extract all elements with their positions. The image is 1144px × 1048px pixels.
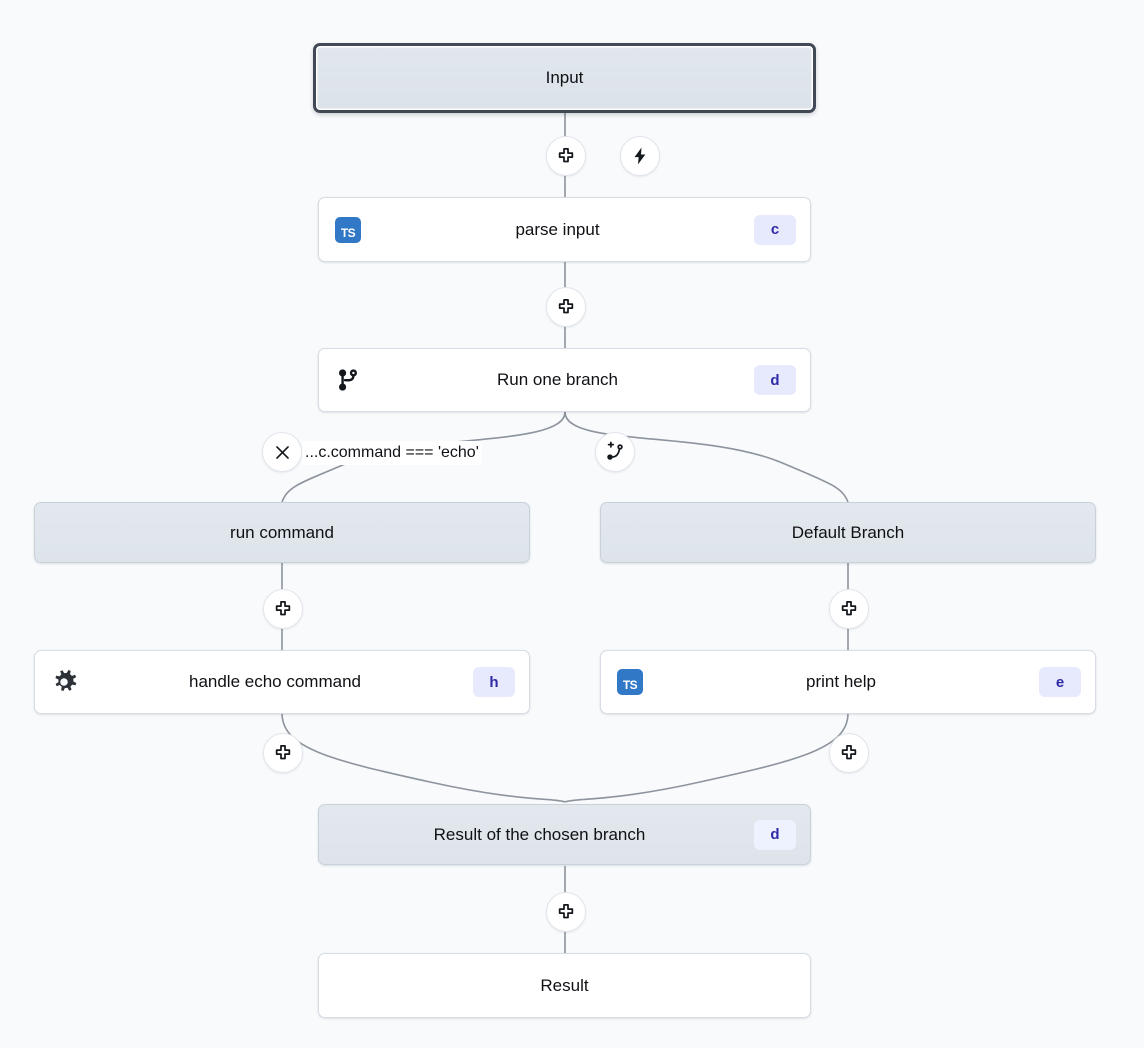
delete-branch-button[interactable] [262, 432, 302, 472]
node-run-command-label: run command [230, 522, 334, 542]
node-input-label: Input [545, 68, 584, 87]
add-branch-button[interactable] [595, 432, 635, 472]
edge-handle-echo-to-result [281, 712, 566, 803]
add-step-print-help-button[interactable] [829, 733, 869, 773]
node-handle-echo-command[interactable]: handle echo command h [34, 650, 530, 714]
git-branch-icon [333, 365, 363, 395]
node-print-help-label: print help [806, 672, 876, 691]
add-step-run-command-button[interactable] [263, 589, 303, 629]
add-step-after-input-button[interactable] [546, 136, 586, 176]
node-result[interactable]: Result [318, 953, 811, 1018]
branch-condition-label[interactable]: ...c.command === 'echo' [302, 441, 482, 465]
gear-icon [49, 667, 79, 697]
node-default-branch-label: Default Branch [791, 522, 905, 542]
trigger-button[interactable] [620, 136, 660, 176]
add-step-default-branch-button[interactable] [829, 589, 869, 629]
node-run-command[interactable]: run command [34, 502, 530, 563]
node-branch-result-label: Result of the chosen branch [433, 824, 646, 844]
ts-icon: TS [615, 667, 645, 697]
node-run-one-branch-label: Run one branch [497, 370, 618, 389]
ts-icon: TS [333, 215, 363, 245]
node-branch-result[interactable]: Result of the chosen branch d [318, 804, 811, 865]
node-run-one-branch-badge[interactable]: d [754, 365, 796, 395]
node-print-help[interactable]: TS print help e [600, 650, 1096, 714]
node-parse-input-badge[interactable]: c [754, 214, 796, 245]
edge-print-help-to-result [564, 712, 849, 803]
node-parse-input-label: parse input [515, 219, 600, 239]
node-parse-input[interactable]: TS parse input c [318, 197, 811, 262]
add-step-after-result-button[interactable] [546, 892, 586, 932]
node-default-branch[interactable]: Default Branch [600, 502, 1096, 563]
node-handle-echo-command-badge[interactable]: h [473, 667, 515, 697]
node-run-one-branch[interactable]: Run one branch d [318, 348, 811, 412]
node-branch-result-badge[interactable]: d [754, 819, 796, 850]
node-handle-echo-command-label: handle echo command [188, 672, 361, 691]
add-step-after-parse-input-button[interactable] [546, 287, 586, 327]
node-result-label: Result [540, 975, 589, 995]
add-step-handle-echo-button[interactable] [263, 733, 303, 773]
node-print-help-badge[interactable]: e [1039, 667, 1081, 697]
node-input[interactable]: Input [313, 43, 816, 113]
